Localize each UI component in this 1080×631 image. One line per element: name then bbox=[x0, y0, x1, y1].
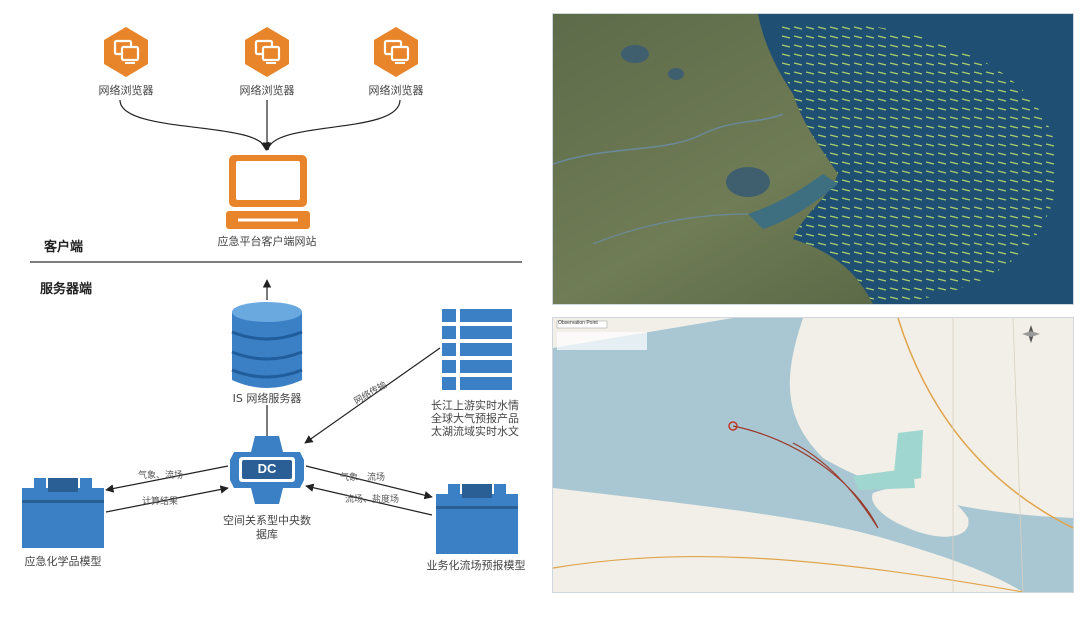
right-model-label: 业务化流场预报模型 bbox=[426, 559, 526, 572]
central-db-label: 据库 bbox=[256, 528, 278, 541]
computer-icon bbox=[226, 155, 310, 229]
connector bbox=[105, 465, 229, 493]
connector bbox=[105, 485, 229, 513]
browser-icon bbox=[374, 27, 418, 77]
central-db-label: 空间关系型中央数 bbox=[223, 514, 311, 527]
browser-label: 网络浏览器 bbox=[368, 84, 424, 97]
connector bbox=[304, 347, 441, 444]
browser-icon bbox=[104, 27, 148, 77]
browser-label: 网络浏览器 bbox=[98, 84, 154, 97]
connector bbox=[305, 483, 433, 516]
model-icon bbox=[436, 484, 518, 554]
central-database-icon bbox=[230, 436, 304, 504]
table-icon bbox=[442, 309, 512, 390]
browser-label: 网络浏览器 bbox=[239, 84, 295, 97]
data-source-label: 太湖流域实时水文 bbox=[431, 425, 519, 438]
connector bbox=[305, 465, 433, 500]
database-icon bbox=[231, 302, 303, 388]
server-section-label: 服务器端 bbox=[40, 282, 93, 297]
satellite-map[interactable] bbox=[552, 13, 1074, 305]
portal-label: 应急平台客户端网站 bbox=[217, 235, 317, 248]
connector bbox=[267, 99, 401, 151]
dc-badge: DC bbox=[257, 461, 277, 476]
satellite-map-graphic bbox=[553, 14, 1073, 304]
edge-label: 气象、流场 bbox=[138, 471, 184, 481]
data-source-label: 长江上游实时水情 bbox=[431, 399, 519, 412]
data-source-label: 全球大气预报产品 bbox=[431, 412, 519, 425]
architecture-diagram bbox=[22, 27, 522, 554]
gis-server-label: IS 网络服务器 bbox=[232, 392, 302, 405]
edge-label: 流场、盐度场 bbox=[345, 495, 400, 505]
edge-label: 气象、流场 bbox=[340, 473, 386, 483]
edge-label: 计算结果 bbox=[142, 497, 179, 507]
client-section-label: 客户端 bbox=[44, 240, 84, 255]
model-icon bbox=[22, 478, 104, 548]
left-model-label: 应急化学品模型 bbox=[24, 555, 102, 568]
river-map-graphic bbox=[553, 318, 1073, 592]
connector bbox=[119, 99, 270, 151]
river-map[interactable]: Observation Point bbox=[552, 317, 1074, 593]
browser-icon bbox=[245, 27, 289, 77]
river-map-title: Observation Point bbox=[558, 320, 598, 326]
